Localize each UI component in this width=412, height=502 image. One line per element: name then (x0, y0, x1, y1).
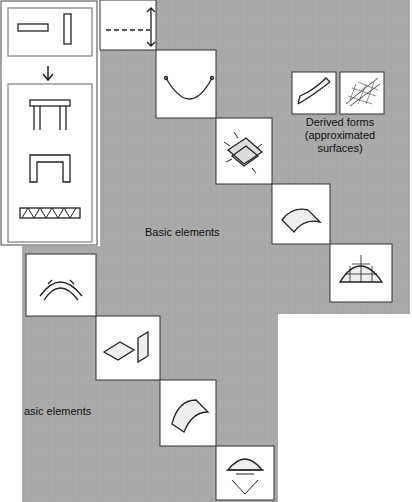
element-icons (40, 280, 264, 494)
element-boxes (26, 254, 274, 500)
section-label: asic elements (24, 405, 124, 418)
gray-panel (22, 246, 278, 502)
element-boxes (100, 0, 392, 302)
section-label: Derived forms (approximated surfaces) (292, 116, 388, 156)
inset-panel (1, 1, 97, 245)
section-label: Basic elements (145, 226, 255, 239)
inset-icons (8, 8, 92, 242)
